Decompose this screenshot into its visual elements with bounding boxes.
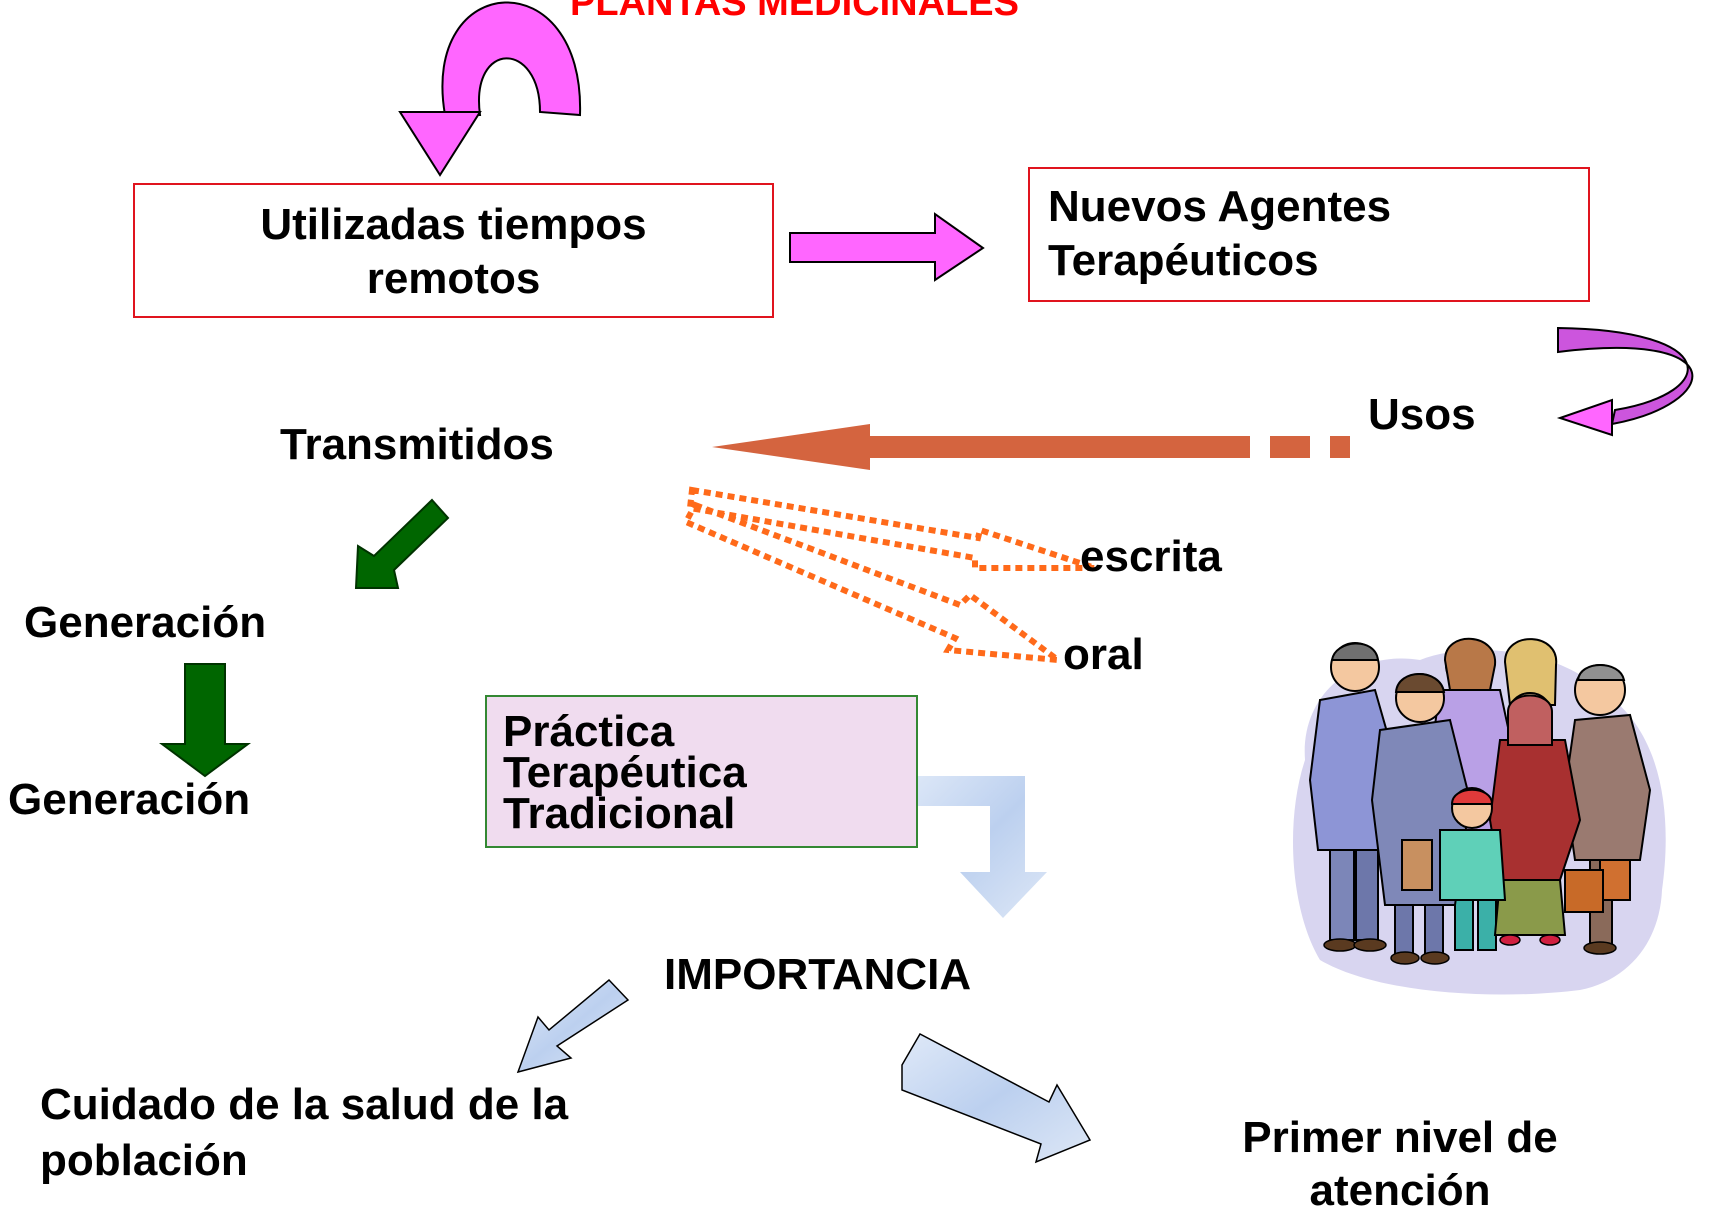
label-new-agents: Nuevos Agentes Terapéuticos: [1048, 182, 1392, 285]
label-uses: Usos: [1368, 390, 1476, 439]
label-written: escrita: [1080, 532, 1222, 581]
label-first-level: Primer nivel de atención: [1242, 1113, 1558, 1215]
arrow-left-uses-to-transmitted: [712, 424, 1350, 470]
label-importance: IMPORTANCIA: [664, 950, 972, 999]
curved-arrow-right: [1556, 326, 1694, 437]
arrow-down-right-importance-to-first-level: [901, 1033, 1092, 1164]
label-transmitted: Transmitidos: [280, 420, 554, 469]
label-traditional-practice: Práctica Terapéutica Tradicional: [503, 707, 747, 838]
arrow-down-left-importance-to-health: [516, 978, 630, 1074]
arrow-down-green: [158, 663, 252, 778]
arrow-right-remote-to-agents: [789, 212, 985, 282]
label-generation-2: Generación: [8, 775, 251, 824]
box-traditional-practice: [485, 695, 918, 848]
label-generation-1: Generación: [24, 598, 267, 647]
diagram-title: PLANTAS MEDICINALES: [570, 0, 1019, 24]
label-remote-times: Utilizadas tiempos remotos: [260, 200, 647, 303]
arrow-down-practice-to-importance: [903, 776, 1047, 918]
curved-arrow-top-left: [398, 1, 582, 177]
dotted-arrow-written: [686, 486, 1096, 571]
arrow-down-left-green: [354, 498, 450, 589]
dotted-arrow-oral: [681, 501, 1069, 664]
box-remote-times: [133, 183, 774, 318]
label-health-care: Cuidado de la salud de la población: [40, 1080, 569, 1186]
box-new-agents: [1028, 167, 1590, 302]
label-oral: oral: [1063, 630, 1144, 679]
